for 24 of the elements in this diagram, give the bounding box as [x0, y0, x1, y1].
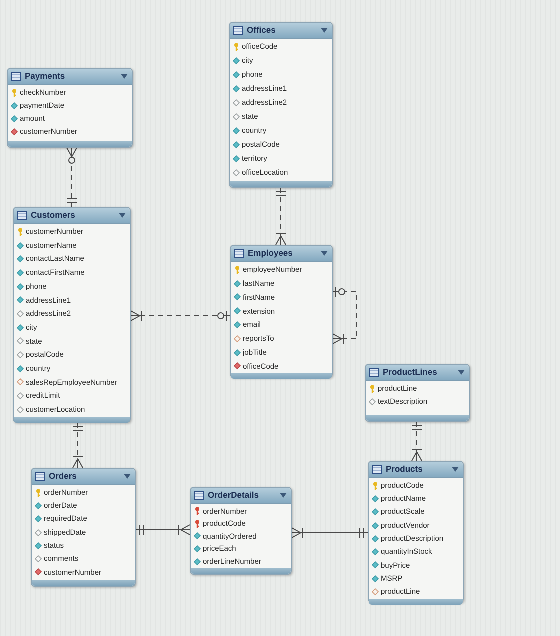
entity-table	[13, 207, 131, 423]
relationship-line	[412, 422, 422, 462]
entity-table	[7, 68, 133, 148]
table-title: Employees	[248, 249, 294, 258]
entity-table	[31, 468, 136, 587]
entity-table	[230, 245, 333, 378]
table-title: OrderDetails	[208, 491, 260, 500]
entity-table	[365, 364, 470, 422]
relationship-line	[276, 188, 286, 246]
table-title: ProductLines	[383, 368, 438, 377]
relationship-line	[136, 524, 190, 536]
relationship-line	[292, 528, 368, 538]
entity-table	[368, 461, 464, 603]
table-title: Orders	[49, 472, 78, 481]
table-title: Customers	[31, 211, 76, 220]
entity-table	[190, 487, 292, 575]
table-title: Payments	[25, 72, 66, 81]
relationship-line	[66, 148, 78, 208]
relationship-line	[130, 310, 230, 322]
relationship-line	[72, 422, 84, 468]
entity-table	[229, 22, 333, 188]
table-title: Products	[386, 465, 424, 474]
table-title: Offices	[247, 26, 277, 35]
relationship-line	[332, 286, 358, 344]
